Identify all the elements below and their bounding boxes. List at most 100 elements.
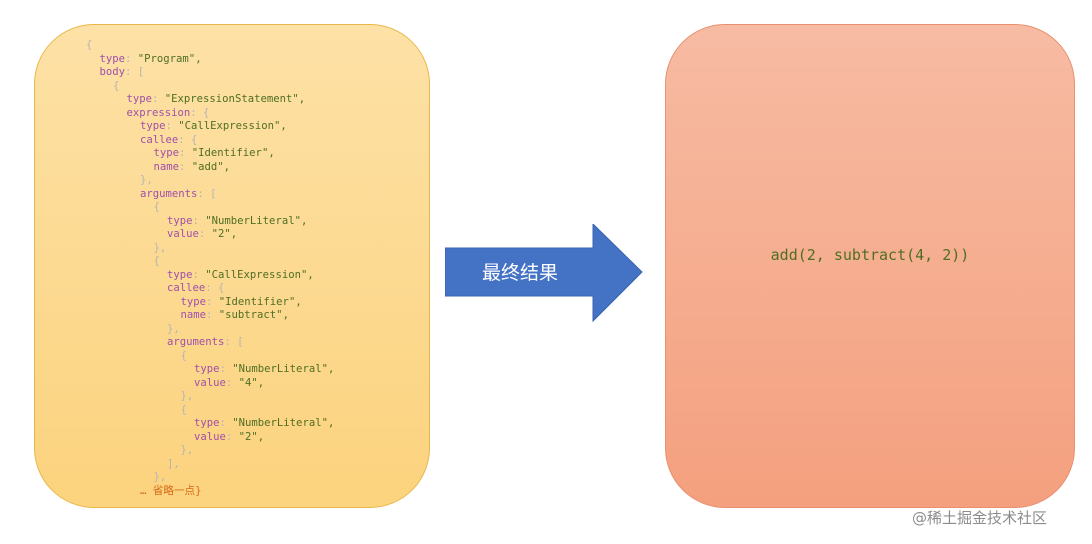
code-token: "4" bbox=[238, 376, 258, 389]
code-token: : bbox=[206, 309, 219, 321]
code-line: ], bbox=[167, 458, 180, 472]
code-token: value bbox=[194, 430, 226, 443]
code-token: : bbox=[165, 120, 179, 132]
code-token: value bbox=[167, 228, 199, 240]
code-token: arguments bbox=[140, 187, 198, 200]
code-line: expression: { bbox=[127, 107, 210, 121]
code-line: }, bbox=[181, 444, 194, 458]
code-line: type: "CallExpression", bbox=[167, 269, 314, 283]
code-line: type: "CallExpression", bbox=[140, 120, 287, 134]
code-token: : bbox=[206, 295, 219, 308]
code-token: "2" bbox=[211, 228, 231, 240]
code-token: "Identifier" bbox=[218, 295, 296, 308]
code-line: }, bbox=[181, 390, 194, 404]
code-token: arguments bbox=[167, 336, 225, 348]
code-token: callee bbox=[140, 133, 179, 146]
code-line: type: "Program", bbox=[100, 53, 202, 67]
code-line: name: "subtract", bbox=[181, 309, 289, 323]
code-token: , bbox=[268, 147, 275, 159]
code-line: callee: { bbox=[167, 282, 224, 296]
code-token: { bbox=[180, 349, 187, 362]
code-token: : bbox=[219, 363, 233, 375]
code-token: "CallExpression" bbox=[178, 120, 281, 132]
result-code: add(2, subtract(4, 2)) bbox=[770, 246, 970, 264]
code-token: body bbox=[99, 66, 126, 78]
code-line: }, bbox=[167, 323, 180, 337]
code-token: type bbox=[126, 93, 153, 105]
code-line: value: "2", bbox=[167, 228, 237, 242]
code-token: "2" bbox=[238, 430, 258, 443]
code-token: "Program" bbox=[137, 52, 196, 65]
code-token: type bbox=[153, 147, 180, 159]
code-token: { bbox=[86, 39, 93, 51]
code-token: , bbox=[230, 228, 238, 240]
code-token: value bbox=[194, 376, 226, 389]
code-token: : { bbox=[190, 106, 210, 119]
code-token: : bbox=[192, 268, 206, 281]
code-token: type bbox=[140, 120, 166, 132]
code-token: name bbox=[180, 309, 207, 321]
code-line: }, bbox=[154, 242, 167, 256]
code-token: , bbox=[300, 214, 308, 227]
code-token: : [ bbox=[197, 187, 217, 200]
code-line: arguments: [ bbox=[167, 336, 244, 350]
code-token: type bbox=[99, 52, 126, 65]
code-token: : bbox=[198, 228, 212, 240]
code-line: }, bbox=[154, 471, 167, 485]
code-token: , bbox=[280, 120, 287, 132]
code-token: expression bbox=[126, 106, 191, 119]
code-token: , bbox=[257, 376, 265, 389]
code-token: "NumberLiteral" bbox=[205, 214, 301, 227]
code-token: }, bbox=[153, 241, 167, 254]
code-line: { bbox=[154, 255, 160, 269]
code-line: type: "NumberLiteral", bbox=[167, 215, 307, 229]
code-token: : bbox=[125, 52, 138, 65]
code-token: { bbox=[153, 201, 160, 213]
code-token: type bbox=[194, 417, 220, 429]
code-token: , bbox=[295, 295, 302, 308]
code-line: … 省略一点} bbox=[140, 485, 202, 499]
code-token: }, bbox=[153, 471, 167, 483]
code-token: , bbox=[307, 268, 314, 281]
code-token: … 省略一点} bbox=[140, 484, 202, 497]
arrow-right-icon bbox=[445, 224, 643, 323]
result-box bbox=[665, 24, 1075, 508]
code-line: arguments: [ bbox=[140, 188, 217, 202]
code-token: type bbox=[180, 295, 207, 308]
code-line: }, bbox=[140, 174, 153, 188]
code-token: type bbox=[167, 268, 193, 281]
code-token: : { bbox=[178, 133, 198, 146]
code-token: name bbox=[153, 160, 180, 173]
code-token: : bbox=[219, 417, 233, 429]
code-token: "NumberLiteral" bbox=[232, 363, 328, 375]
code-token: : bbox=[179, 147, 192, 159]
code-token: , bbox=[282, 309, 289, 321]
code-line: callee: { bbox=[140, 134, 197, 148]
watermark: @稀土掘金技术社区 bbox=[912, 509, 1048, 527]
code-token: , bbox=[327, 363, 335, 375]
code-line: type: "ExpressionStatement", bbox=[127, 93, 306, 107]
code-token: }, bbox=[167, 322, 180, 335]
code-line: { bbox=[154, 201, 160, 215]
code-token: { bbox=[180, 403, 187, 416]
code-token: ], bbox=[167, 457, 180, 470]
code-line: { bbox=[181, 350, 187, 364]
code-line: name: "add", bbox=[154, 161, 231, 175]
code-token: }, bbox=[180, 390, 194, 402]
code-token: { bbox=[153, 255, 160, 267]
code-token: }, bbox=[140, 174, 153, 186]
code-line: type: "Identifier", bbox=[181, 296, 302, 310]
code-line: type: "Identifier", bbox=[154, 147, 275, 161]
code-token: callee bbox=[167, 282, 206, 294]
code-line: { bbox=[181, 404, 187, 418]
code-token: : bbox=[192, 214, 206, 227]
ast-box bbox=[34, 24, 430, 508]
code-token: , bbox=[257, 430, 265, 443]
code-token: { bbox=[113, 79, 120, 92]
arrow-label: 最终结果 bbox=[481, 262, 558, 284]
code-token: }, bbox=[180, 444, 194, 456]
code-token: "ExpressionStatement" bbox=[164, 93, 299, 105]
code-token: : [ bbox=[125, 66, 145, 78]
code-token: "add" bbox=[191, 160, 224, 173]
code-token: : { bbox=[205, 282, 225, 294]
